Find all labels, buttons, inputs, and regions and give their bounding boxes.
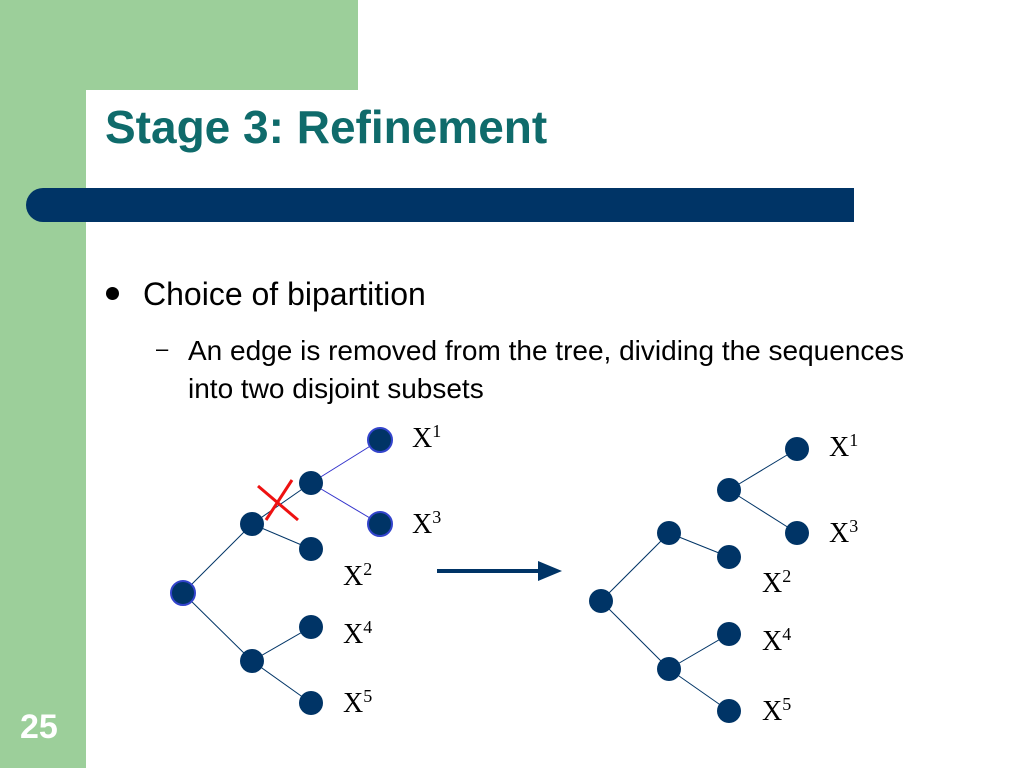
tree-after: X1 X3 X2 X4 X5 (589, 430, 858, 727)
tree-edge (728, 448, 798, 491)
bullet-dot-icon (106, 287, 119, 301)
leaf-label: X3 (412, 507, 441, 540)
tree-edge (668, 668, 730, 712)
tree-edge (182, 592, 253, 662)
tree-node-leaf (717, 622, 741, 646)
leaf-label: X1 (829, 430, 858, 463)
tree-edge (310, 439, 381, 484)
tree-node-leaf (785, 521, 809, 545)
arrow-right-icon (437, 561, 562, 581)
tree-node (240, 512, 264, 536)
bullet-item: Choice of bipartition (106, 276, 426, 313)
tree-node-leaf (367, 427, 393, 453)
leaf-label: X3 (829, 516, 858, 549)
tree-node-leaf (785, 437, 809, 461)
tree-edge (251, 660, 312, 704)
tree-node-root (170, 580, 196, 606)
tree-node (717, 478, 741, 502)
leaf-label: X5 (343, 686, 372, 719)
tree-node-leaf (299, 537, 323, 561)
tree-node-leaf (717, 699, 741, 723)
leaf-label: X1 (412, 421, 441, 454)
content-corner (86, 90, 358, 150)
tree-node-leaf (717, 545, 741, 569)
slide-title: Stage 3: Refinement (105, 101, 548, 153)
tree-node-root (589, 589, 613, 613)
side-band (0, 0, 86, 768)
tree-edge (182, 523, 253, 594)
title-underline-bar (26, 188, 854, 222)
tree-before: X1 X3 X2 X4 X5 (170, 421, 441, 719)
x-cross-icon (257, 479, 299, 522)
tree-edge (600, 532, 670, 602)
tree-edge (310, 482, 381, 525)
leaf-label: X5 (762, 694, 791, 727)
tree-node (240, 649, 264, 673)
page-number: 25 (20, 708, 58, 746)
leaf-label: X4 (762, 624, 791, 657)
leaf-label: X2 (762, 566, 791, 599)
tree-edge (728, 489, 798, 534)
sub-bullet-dash: – (156, 336, 169, 361)
tree-node-leaf (299, 615, 323, 639)
tree-node-leaf (367, 511, 393, 537)
tree-node-leaf (299, 691, 323, 715)
leaf-label: X2 (343, 559, 372, 592)
top-band (0, 0, 358, 90)
tree-edge (600, 600, 670, 670)
bullet-text: Choice of bipartition (143, 276, 426, 312)
leaf-label: X4 (343, 617, 372, 650)
sub-bullet-text: An edge is removed from the tree, dividi… (188, 335, 904, 404)
tree-node (657, 657, 681, 681)
tree-node (299, 471, 323, 495)
tree-node (657, 521, 681, 545)
